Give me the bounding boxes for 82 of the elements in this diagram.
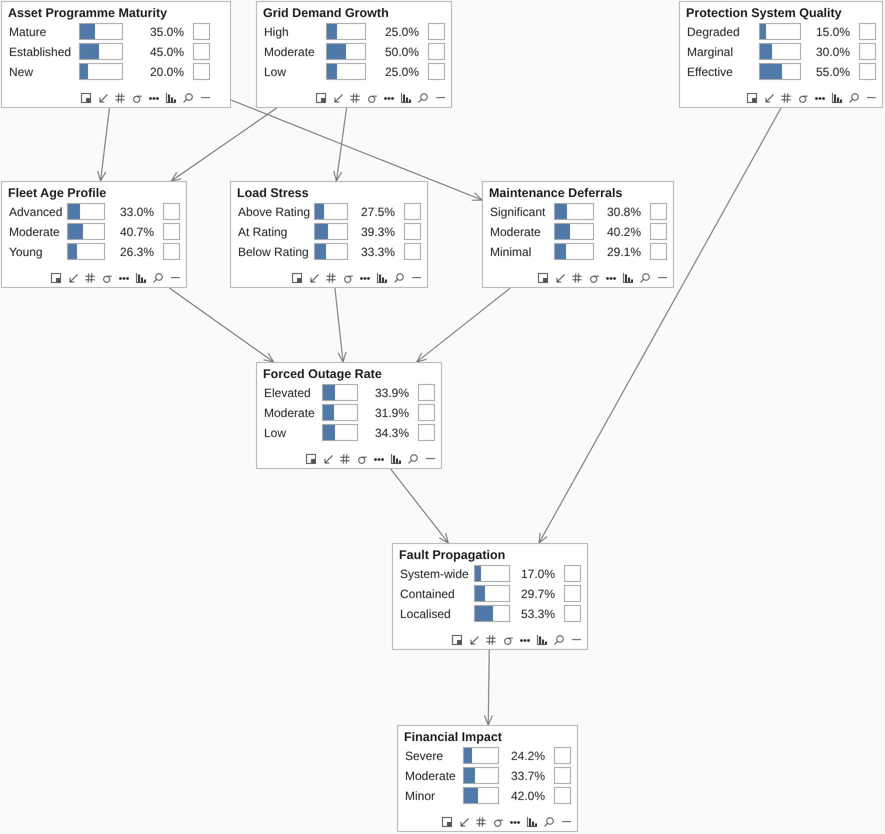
node-title: Grid Demand Growth [263,5,389,21]
node-title: Load Stress [237,185,309,201]
state-label: Minor [405,788,436,804]
probability-value: 26.3% [118,244,154,260]
probability-value: 33.9% [374,384,409,400]
state-label: Advanced [9,204,62,220]
state-label: Marginal [687,44,734,60]
probability-value: 33.0% [118,204,154,220]
node-card [397,725,578,832]
probability-value: 33.3% [360,244,395,260]
state-label: Effective [687,64,733,80]
arrow [230,99,483,201]
probability-value: 15.0% [814,24,850,40]
node-title: Maintenance Deferrals [489,185,622,201]
state-label: Low [264,64,286,80]
state-label: Mature [9,24,46,40]
probability-value: 30.0% [814,44,850,60]
arrow [538,108,782,544]
probability-value: 25.0% [384,24,419,40]
state-label: Elevated [264,384,311,400]
node-title: Fault Propagation [399,547,506,563]
probability-value: 31.9% [374,404,409,420]
state-label: Established [9,44,72,60]
probability-value: 42.0% [510,788,545,804]
node-card [482,181,674,288]
state-label: Moderate [405,768,456,784]
probability-value: 33.7% [510,768,545,784]
state-label: Above Rating [238,204,310,220]
node-card [679,1,883,108]
node-card [256,1,452,108]
probability-value: 34.3% [374,424,409,440]
node-title: Financial Impact [404,729,502,745]
node-title: Asset Programme Maturity [8,5,168,21]
state-label: Moderate [9,224,60,240]
probability-value: 55.0% [814,64,850,80]
probability-value: 50.0% [384,44,419,60]
arrow [333,108,348,182]
arrow [484,650,493,726]
state-label: Minimal [490,244,532,260]
state-label: Severe [405,748,444,764]
node-card [392,543,588,650]
state-label: Moderate [490,224,541,240]
probability-value: 25.0% [384,64,419,80]
arrow [170,108,278,182]
probability-value: 29.1% [606,244,641,260]
node-title: Forced Outage Rate [263,366,382,382]
probability-value: 27.5% [360,204,395,220]
node-card [1,1,231,108]
probability-value: 40.2% [606,224,641,240]
state-label: Degraded [687,24,740,40]
arrow [416,288,511,363]
state-label: At Rating [238,224,288,240]
probability-value: 17.0% [520,566,555,582]
state-label: Moderate [264,44,315,60]
node-card [256,362,442,469]
arrow [169,288,274,363]
state-label: Significant [490,204,546,220]
state-label: Localised [400,606,451,622]
node-title: Fleet Age Profile [8,185,106,201]
state-label: New [9,64,34,80]
state-label: System-wide [400,566,469,582]
probability-value: 40.7% [118,224,154,240]
probability-value: 30.8% [606,204,641,220]
probability-value: 20.0% [148,64,184,80]
probability-value: 53.3% [520,606,555,622]
probability-value: 45.0% [148,44,184,60]
state-label: Below Rating [238,244,309,260]
probability-value: 24.2% [510,748,545,764]
probability-value: 39.3% [360,224,395,240]
node-card [1,181,187,288]
arrow [97,108,110,182]
probability-value: 35.0% [148,24,184,40]
arrow [334,288,347,363]
state-label: Contained [400,586,455,602]
probability-value: 29.7% [520,586,555,602]
arrow [390,468,449,544]
state-label: Moderate [264,404,315,420]
state-label: Low [264,424,286,440]
state-label: Young [9,244,43,260]
node-title: Protection System Quality [686,5,842,21]
node-card [230,181,428,288]
state-label: High [264,24,289,40]
